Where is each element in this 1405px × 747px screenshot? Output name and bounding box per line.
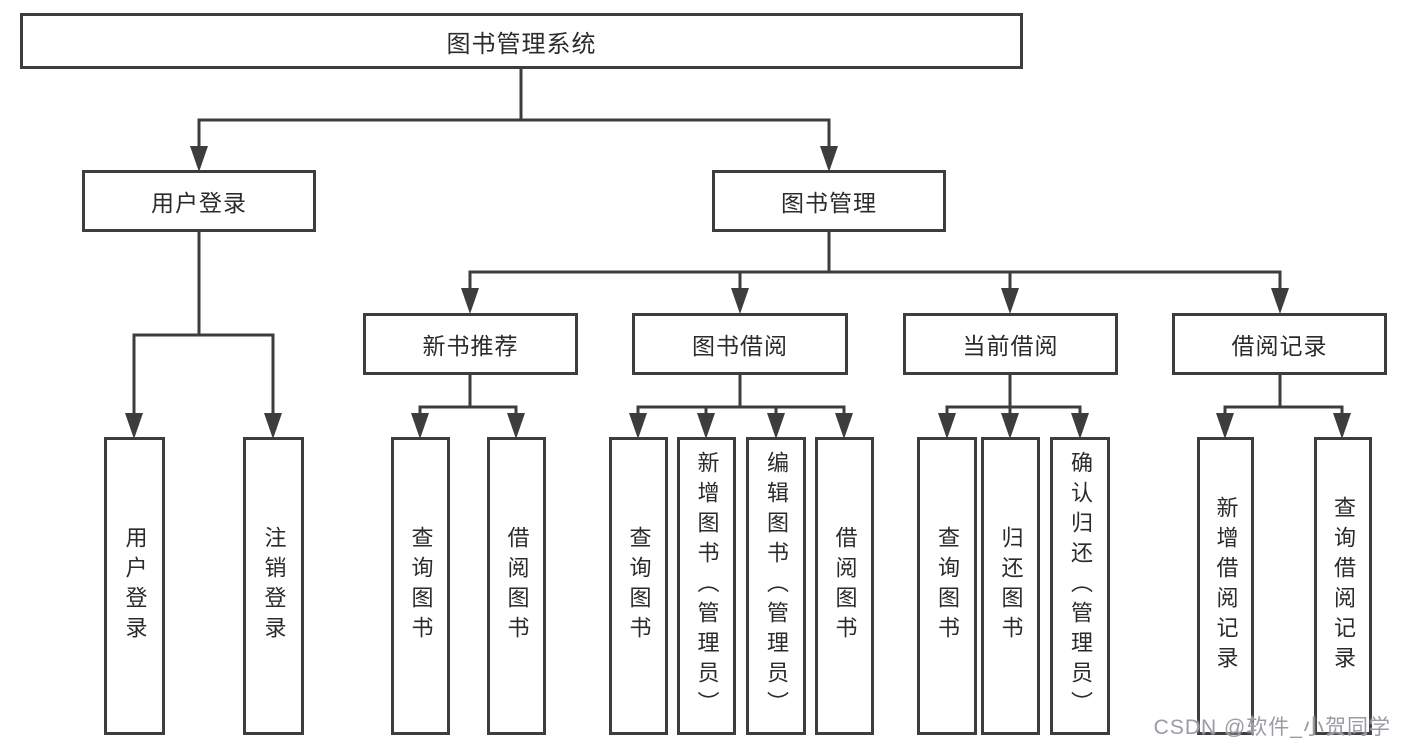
leaf-cb-return: 归还图书 — [981, 437, 1040, 735]
leaf-cb-confirm-label: 确认归还（管理员） — [1068, 451, 1093, 721]
leaf-bb-edit: 编辑图书（管理员） — [746, 437, 806, 735]
node-root: 图书管理系统 — [20, 13, 1023, 69]
leaf-bb-add: 新增图书（管理员） — [677, 437, 736, 735]
connector-current-borrow-to-leaves — [938, 375, 1089, 439]
connector-new-book-rec-to-leaves — [411, 375, 525, 439]
leaf-cb-confirm: 确认归还（管理员） — [1050, 437, 1110, 735]
leaf-nb-borrow-label: 借阅图书 — [504, 526, 530, 646]
node-borrow-record: 借阅记录 — [1172, 313, 1387, 375]
leaf-cb-return-label: 归还图书 — [998, 526, 1024, 646]
leaf-br-query: 查询借阅记录 — [1314, 437, 1372, 735]
connector-borrow-record-to-leaves — [1216, 375, 1351, 439]
connector-book-mgmt-to-level3 — [461, 232, 1289, 314]
connector-book-borrow-to-leaves — [629, 375, 853, 439]
leaf-bb-borrow: 借阅图书 — [815, 437, 874, 735]
leaf-user-login: 用户登录 — [104, 437, 165, 735]
node-current-borrow: 当前借阅 — [903, 313, 1118, 375]
node-book-mgmt-label: 图书管理 — [781, 190, 877, 216]
leaf-bb-query: 查询图书 — [609, 437, 668, 735]
node-root-label: 图书管理系统 — [446, 30, 597, 58]
leaf-nb-query: 查询图书 — [391, 437, 450, 735]
leaf-logout: 注销登录 — [243, 437, 304, 735]
leaf-cb-query: 查询图书 — [917, 437, 977, 735]
node-current-borrow-label: 当前借阅 — [962, 333, 1059, 359]
node-book-borrow: 图书借阅 — [632, 313, 848, 375]
leaf-bb-query-label: 查询图书 — [626, 526, 652, 646]
leaf-logout-label: 注销登录 — [261, 526, 287, 646]
node-user-login: 用户登录 — [82, 170, 316, 232]
leaf-nb-borrow: 借阅图书 — [487, 437, 546, 735]
node-user-login-label: 用户登录 — [151, 190, 247, 216]
connector-user-login-to-leaves — [125, 232, 282, 439]
leaf-nb-query-label: 查询图书 — [408, 526, 434, 646]
node-borrow-record-label: 借阅记录 — [1231, 333, 1328, 359]
leaf-bb-edit-label: 编辑图书（管理员） — [764, 451, 789, 721]
leaf-bb-add-label: 新增图书（管理员） — [694, 451, 720, 721]
connector-root-to-level2 — [190, 69, 838, 172]
leaf-br-add: 新增借阅记录 — [1197, 437, 1254, 735]
watermark: CSDN @软件_小贺同学 — [1153, 716, 1391, 739]
leaf-br-query-label: 查询借阅记录 — [1331, 496, 1356, 676]
node-book-borrow-label: 图书借阅 — [692, 333, 788, 359]
leaf-cb-query-label: 查询图书 — [935, 526, 960, 646]
node-new-book-rec: 新书推荐 — [363, 313, 578, 375]
leaf-br-add-label: 新增借阅记录 — [1213, 496, 1239, 676]
node-book-mgmt: 图书管理 — [712, 170, 946, 232]
node-new-book-rec-label: 新书推荐 — [422, 333, 519, 359]
leaf-bb-borrow-label: 借阅图书 — [832, 526, 858, 646]
leaf-user-login-label: 用户登录 — [122, 526, 148, 646]
